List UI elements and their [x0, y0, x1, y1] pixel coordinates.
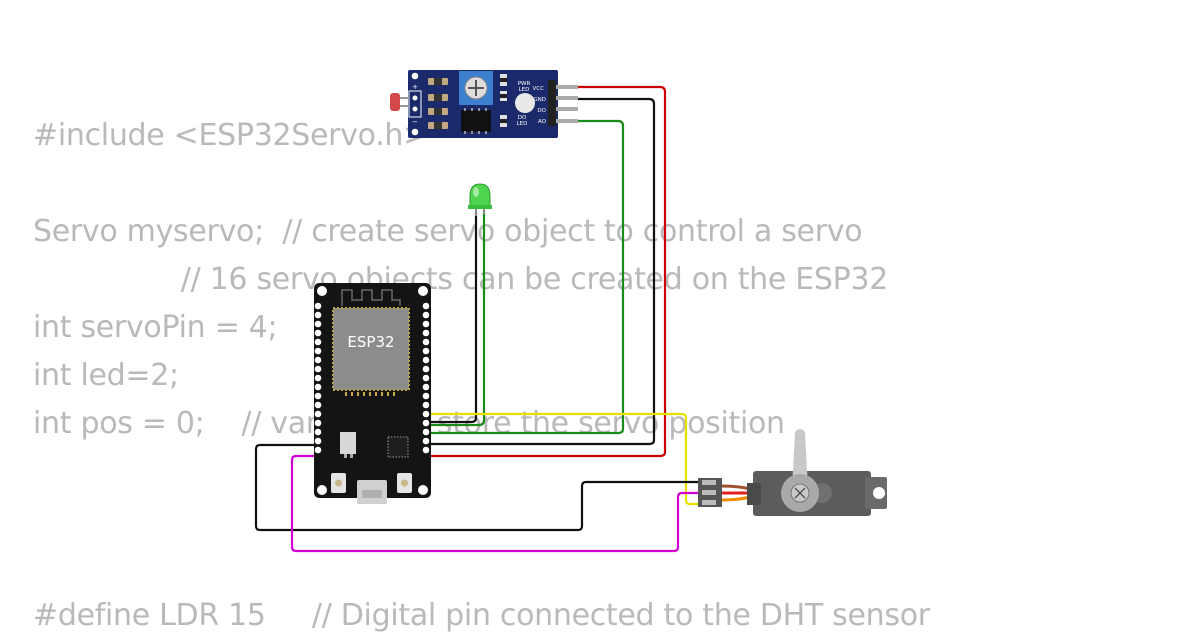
wire-servo-signal[interactable] [426, 412, 700, 506]
wire-servo-gnd[interactable] [254, 443, 700, 532]
svg-text:LED: LED [519, 87, 530, 93]
ldr-pin-gnd[interactable] [556, 96, 578, 100]
wire-ldr-gnd[interactable] [426, 97, 656, 446]
ldr-pin-vcc-label: VCC [533, 86, 545, 92]
wire-led-cathode[interactable] [426, 212, 478, 424]
green-led[interactable] [468, 183, 492, 216]
ldr-photoresistor [390, 93, 400, 111]
wire-servo-vcc[interactable] [290, 454, 700, 553]
ldr-module[interactable]: + − PWR LED DO LED [390, 70, 578, 138]
voltage-regulator [340, 432, 356, 454]
antenna-trace [341, 289, 401, 306]
svg-text:+: + [412, 83, 418, 91]
servo-motor[interactable] [698, 429, 887, 516]
code-line-define-ldr: #define LDR 15 // Digital pin connected … [33, 598, 930, 633]
svg-text:−: − [412, 118, 418, 126]
esp32-left-pins[interactable] [314, 302, 322, 454]
ldr-pin-vcc[interactable] [556, 85, 578, 89]
pwr-led [515, 93, 535, 113]
ldr-pin-ao[interactable] [556, 119, 578, 123]
esp32-module [332, 307, 410, 391]
ldr-pin-do[interactable] [556, 107, 578, 111]
svg-text:DO: DO [518, 115, 527, 121]
ldr-pin-ao-label: AO [538, 119, 547, 125]
esp32-board[interactable]: ESP32 [314, 283, 431, 504]
wire-ldr-ao[interactable] [426, 119, 625, 435]
ldr-pin-do-label: DO [537, 108, 546, 114]
comparator-ic [461, 110, 491, 132]
code-line-servo-pin: int servoPin = 4; [33, 310, 278, 345]
esp32-right-pins[interactable] [422, 302, 430, 454]
svg-text:PWR: PWR [518, 81, 531, 87]
svg-text:LED: LED [517, 121, 528, 127]
ldr-pin-gnd-label: GND [533, 97, 546, 103]
esp32-label: ESP32 [347, 333, 394, 351]
code-line-include: #include <ESP32Servo.h> [33, 118, 428, 153]
wire-led-anode[interactable] [426, 210, 486, 427]
wires [254, 85, 700, 553]
code-line-servo-object: Servo myservo; // create servo object to… [33, 214, 863, 249]
code-line-led: int led=2; [33, 358, 179, 393]
wire-ldr-vcc[interactable] [426, 85, 667, 458]
usb-uart-chip [387, 436, 409, 458]
